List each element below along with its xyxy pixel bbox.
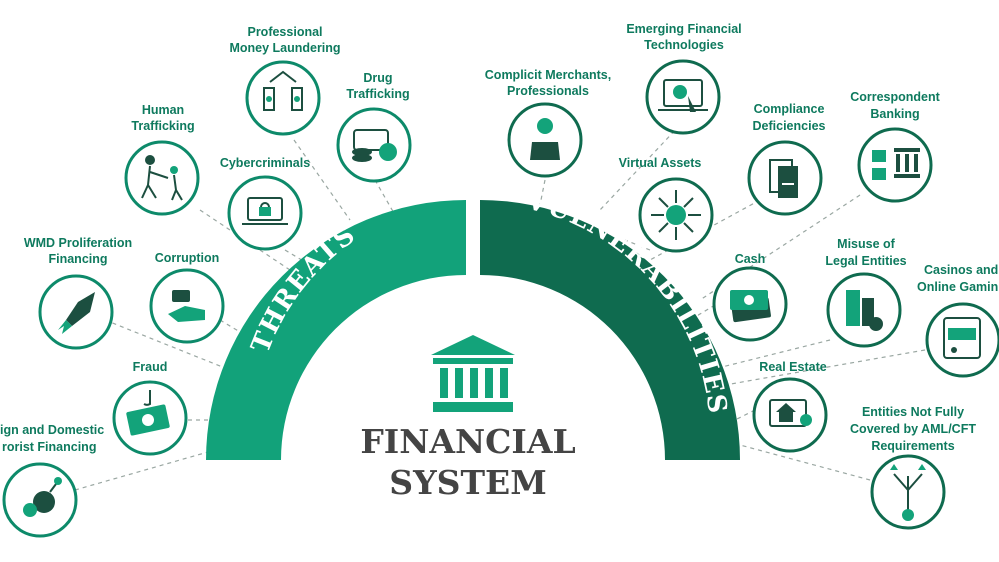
node-corruption[interactable]: Corruption	[149, 251, 225, 344]
pills-and-coin-icon	[352, 129, 397, 162]
bank-icon	[431, 335, 515, 412]
vulnerabilities-arc	[480, 200, 740, 460]
person-pulling-person-icon	[141, 155, 183, 201]
house-certificate-icon	[769, 399, 812, 427]
center-title-line1: FINANCIAL	[360, 422, 575, 461]
svg-text:Corruption: Corruption	[155, 251, 220, 265]
laptop-lock-icon	[242, 197, 288, 225]
center-title-line2: SYSTEM	[389, 463, 546, 502]
node-cash[interactable]: Cash	[712, 252, 788, 342]
threats-arc	[206, 200, 466, 460]
svg-text:Cash: Cash	[735, 252, 766, 266]
node-virtual-assets[interactable]: Virtual Assets	[619, 156, 714, 253]
bomb-coin-icon	[23, 477, 62, 517]
svg-text:Real Estate: Real Estate	[759, 360, 826, 374]
cash-bills-icon	[730, 290, 771, 323]
svg-text:Fraud: Fraud	[133, 360, 168, 374]
hanging-money-icon	[263, 70, 303, 111]
banks-exchange-icon	[872, 148, 920, 180]
diverging-arrows-dollar-icon	[890, 464, 926, 521]
businessperson-dollar-icon	[530, 118, 560, 160]
building-gear-icon	[846, 290, 883, 331]
circuit-dollar-icon	[651, 190, 701, 240]
svg-text:Cybercriminals: Cybercriminals	[220, 156, 310, 170]
handshake-bribe-icon	[168, 290, 205, 322]
documents-icon	[769, 159, 798, 198]
hooked-money-icon	[126, 390, 170, 436]
node-complicit-merchants[interactable]: Complicit Merchants,Professionals	[485, 68, 611, 178]
laptop-touch-dollar-icon	[658, 79, 708, 112]
missile-icon	[58, 292, 95, 334]
node-real-estate[interactable]: Real Estate	[752, 360, 828, 453]
svg-text:Virtual Assets: Virtual Assets	[619, 156, 702, 170]
node-fraud[interactable]: Fraud	[112, 360, 188, 456]
svg-text:Complicit Merchants,Profession: Complicit Merchants,Professionals	[485, 68, 611, 98]
node-cybercriminals[interactable]: Cybercriminals	[220, 156, 310, 251]
slot-machine-icon	[943, 317, 981, 359]
